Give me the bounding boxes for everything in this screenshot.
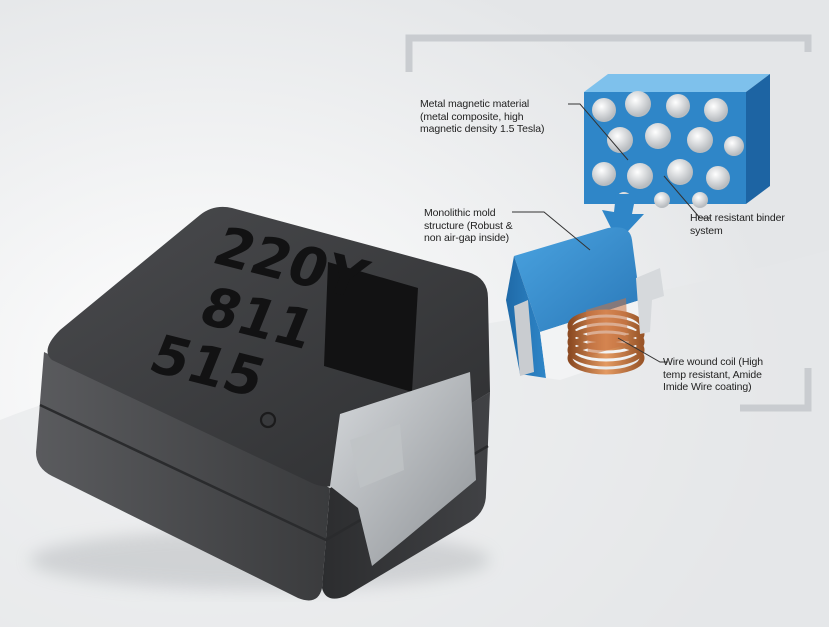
leader-wire-coil (617, 337, 668, 363)
section-terminal-left (514, 300, 534, 376)
leader-metal-magnetic (568, 103, 629, 161)
callout-metal-magnetic: Metal magnetic material (metal composite… (420, 98, 545, 135)
inductor-component: 220Y 811 515 (30, 206, 490, 601)
coil-cross-section (506, 227, 664, 380)
marking-block (324, 262, 418, 392)
cube-side (746, 74, 770, 204)
magnetic-material-cube (584, 74, 770, 208)
body-front-face (36, 352, 330, 601)
cube-top (584, 74, 770, 92)
terminal-notch (350, 424, 404, 488)
polarity-dot (259, 411, 277, 429)
metal-particles (592, 91, 744, 208)
leader-heat-binder (663, 175, 710, 219)
callout-monolithic-mold: Monolithic mold structure (Robust & non … (424, 207, 513, 244)
section-terminal-right (636, 268, 664, 334)
callout-heat-binder: Heat resistant binder system (690, 212, 785, 237)
detail-frame (405, 34, 812, 412)
coil-core (586, 298, 628, 356)
leader-lines (512, 103, 710, 363)
callout-wire-coil: Wire wound coil (High temp resistant, Am… (663, 356, 764, 393)
leader-monolithic (512, 211, 591, 251)
